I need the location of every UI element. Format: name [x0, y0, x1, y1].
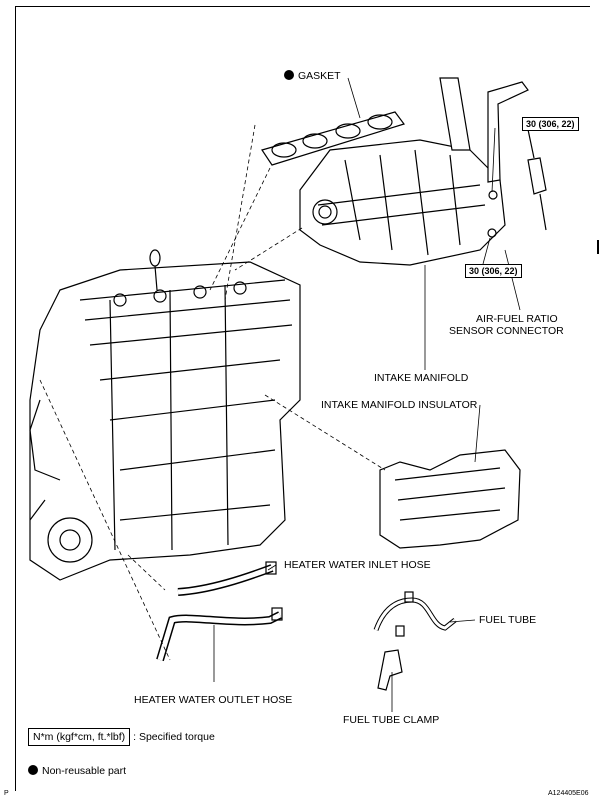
fuel-tube-clamp-label: FUEL TUBE CLAMP — [343, 714, 440, 726]
gasket-label: GASKET — [284, 70, 341, 82]
af-sensor-connector-label: AIR-FUEL RATIO SENSOR CONNECTOR — [449, 313, 564, 337]
heater-outlet-hose-part — [156, 607, 283, 662]
intake-manifold-part — [299, 77, 529, 266]
legend-torque-desc: : Specified torque — [133, 731, 215, 743]
heater-inlet-hose-part — [177, 561, 277, 596]
leader-lines — [213, 77, 521, 712]
legend-nonreusable-text: Non-reusable part — [42, 765, 127, 777]
legend-torque-unit-box: N*m (kgf*cm, ft.*lbf) — [28, 728, 131, 746]
figure-id: A124405E06 — [548, 790, 589, 797]
dashed-guide-lines — [39, 124, 386, 661]
torque-spec-upper: 30 (306, 22) — [522, 117, 579, 131]
intake-manifold-insulator-part — [379, 449, 521, 549]
fuel-tube-label: FUEL TUBE — [479, 614, 537, 626]
heater-water-inlet-hose-label: HEATER WATER INLET HOSE — [284, 559, 431, 571]
fuel-tube-clamp-part — [377, 649, 403, 691]
intake-manifold-insulator-label: INTAKE MANIFOLD INSULATOR — [321, 399, 478, 411]
af-sensor-label-line1: AIR-FUEL RATIO — [476, 313, 558, 325]
heater-water-outlet-hose-label: HEATER WATER OUTLET HOSE — [134, 694, 293, 706]
legend-torque: N*m (kgf*cm, ft.*lbf) : Specified torque — [28, 728, 215, 746]
intake-manifold-label: INTAKE MANIFOLD — [374, 372, 469, 384]
af-sensor-label-line2: SENSOR CONNECTOR — [449, 325, 564, 337]
nonreusable-dot-icon — [284, 70, 294, 80]
legend-nonreusable: Non-reusable part — [28, 765, 126, 777]
engine-block — [29, 249, 301, 581]
af-sensor-connector — [525, 119, 547, 231]
page-mark: P — [4, 790, 9, 797]
diagram-frame — [15, 6, 590, 791]
legend-dot-icon — [28, 765, 38, 775]
torque-spec-lower: 30 (306, 22) — [465, 264, 522, 278]
gasket-part — [261, 111, 405, 166]
fuel-tube-part — [373, 591, 457, 637]
